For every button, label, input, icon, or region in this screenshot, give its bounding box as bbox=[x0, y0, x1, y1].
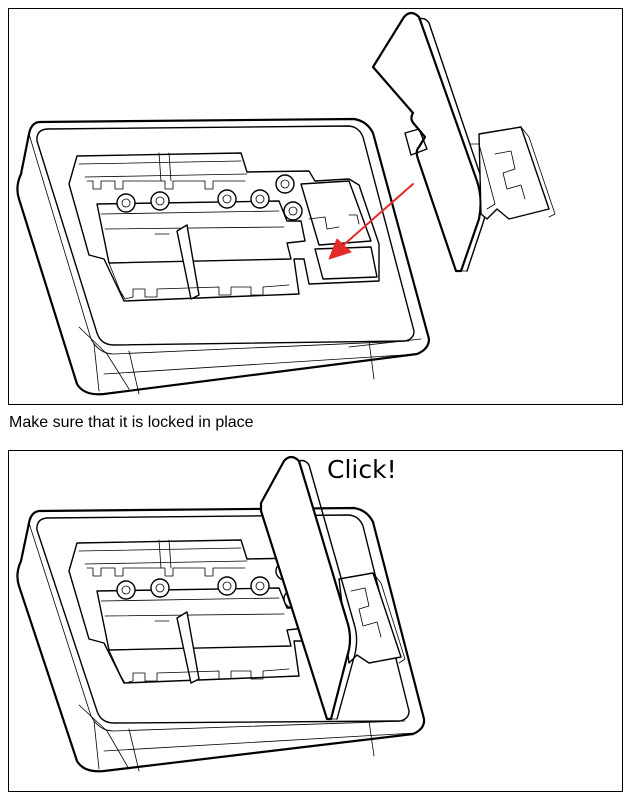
assembly-plate-locked-diagram bbox=[16, 455, 426, 773]
top-illustration-panel bbox=[8, 8, 623, 405]
instruction-caption: Make sure that it is locked in place bbox=[9, 414, 254, 431]
click-label: Click! bbox=[327, 455, 397, 484]
insertion-arrow bbox=[338, 183, 414, 250]
assembly-insert-plate-diagram bbox=[16, 11, 556, 396]
bottom-illustration-panel: Click! bbox=[8, 450, 623, 792]
